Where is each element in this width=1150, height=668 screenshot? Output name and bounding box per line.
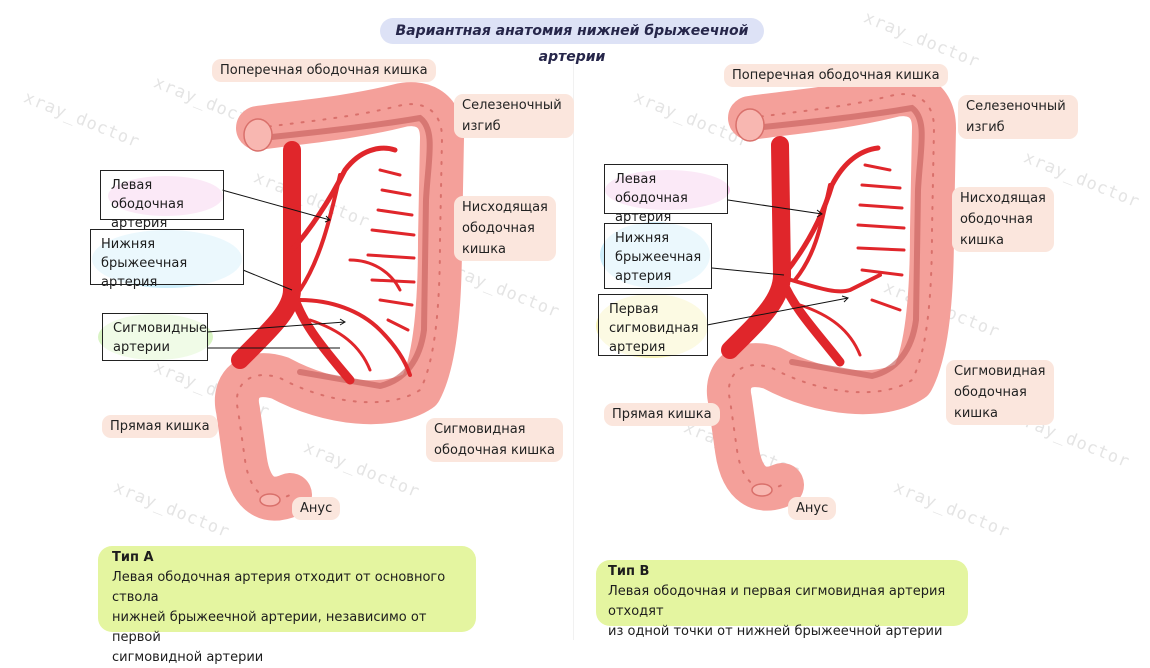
left-transverse-colon-label: Поперечная ободочная кишка [212, 59, 436, 82]
left-sigmoid-colon-line1: Сигмовидная [434, 422, 526, 437]
note-type-b-title: Тип В [608, 564, 650, 579]
note-type-a: Тип А Левая ободочная артерия отходит от… [98, 546, 476, 668]
left-descending-line3: кишка [462, 242, 507, 257]
right-box-left-colic-line2: артерия [615, 210, 672, 225]
right-sigmoid-colon-line3: кишка [954, 406, 999, 421]
right-box-ima-line2: брыжеечная [615, 250, 702, 265]
right-box-left-colic-artery: Левая ободочная артерия [604, 164, 728, 225]
right-descending-line1: Нисходящая [960, 191, 1046, 206]
left-box-left-colic-line1: Левая ободочная [111, 178, 184, 212]
left-rectum-label: Прямая кишка [102, 415, 218, 438]
left-box-ima: Нижняя брыжеечная артерия [90, 229, 244, 290]
left-box-sigmoid-line2: артерии [113, 340, 170, 355]
left-sigmoid-colon-line2: ободочная кишка [434, 443, 555, 458]
note-type-a-line1: Левая ободочная артерия отходит от основ… [112, 570, 446, 605]
note-type-b-highlight [596, 560, 968, 626]
left-arteries [231, 141, 416, 385]
right-anus-label: Анус [788, 497, 837, 520]
left-descending-colon-label: Нисходящая ободочная кишка [454, 196, 556, 261]
left-box-sigmoid-line1: Сигмовидные [113, 321, 207, 336]
right-box-left-colic-line1: Левая ободочная [615, 172, 688, 206]
note-type-a-line3: сигмовидной артерии [112, 650, 264, 665]
left-anus-label: Анус [292, 497, 341, 520]
left-splenic-flexure-line1: Селезеночный [462, 98, 562, 113]
right-box-first-sigmoid-line2: сигмовидная [609, 321, 699, 336]
right-descending-colon-label: Нисходящая ободочная кишка [952, 187, 1054, 252]
leader-lines [206, 189, 849, 349]
panel-divider [573, 60, 574, 640]
right-box-first-sigmoid-line1: Первая [609, 302, 659, 317]
left-box-left-colic-artery: Левая ободочная артерия [100, 170, 224, 231]
note-type-b: Тип В Левая ободочная и первая сигмовидн… [596, 560, 988, 642]
left-sigmoid-colon-label: Сигмовидная ободочная кишка [426, 418, 563, 462]
right-sigmoid-colon-label: Сигмовидная ободочная кишка [946, 360, 1054, 425]
note-type-a-highlight [98, 546, 476, 632]
right-splenic-flexure-label: Селезеночный изгиб [958, 95, 1078, 139]
right-splenic-flexure-line2: изгиб [966, 120, 1005, 135]
left-box-ima-line2: артерия [101, 275, 158, 290]
right-sigmoid-colon-line2: ободочная [954, 385, 1027, 400]
left-box-left-colic-line2: артерия [111, 216, 168, 231]
right-colon [729, 94, 934, 496]
left-descending-line2: ободочная [462, 221, 535, 236]
left-descending-line1: Нисходящая [462, 200, 548, 215]
left-splenic-flexure-line2: изгиб [462, 119, 501, 134]
right-splenic-flexure-line1: Селезеночный [966, 99, 1066, 114]
right-sigmoid-colon-line1: Сигмовидная [954, 364, 1046, 379]
right-rectum-label: Прямая кишка [604, 403, 720, 426]
left-box-ima-line1: Нижняя брыжеечная [101, 237, 188, 271]
note-type-a-title: Тип А [112, 550, 154, 565]
right-transverse-colon-label: Поперечная ободочная кишка [724, 64, 948, 87]
right-box-ima: Нижняя брыжеечная артерия [604, 223, 712, 289]
right-arteries [721, 136, 906, 367]
page-title: Вариантная анатомия нижней брыжеечной ар… [380, 18, 764, 65]
anatomy-illustration [206, 0, 1150, 647]
left-splenic-flexure-label: Селезеночный изгиб [454, 94, 574, 138]
right-box-first-sigmoid-line3: артерия [609, 340, 666, 355]
right-descending-line2: ободочная [960, 212, 1033, 227]
left-box-sigmoid-arteries: Сигмовидные артерии [102, 313, 208, 361]
note-type-b-line2: из одной точки от нижней брыжеечной арте… [608, 624, 943, 639]
right-descending-line3: кишка [960, 233, 1005, 248]
note-type-b-line1: Левая ободочная и первая сигмовидная арт… [608, 584, 946, 619]
right-box-ima-line3: артерия [615, 269, 672, 284]
note-type-a-line2: нижней брыжеечной артерии, независимо от… [112, 610, 427, 645]
right-box-first-sigmoid-artery: Первая сигмовидная артерия [598, 294, 708, 356]
right-box-ima-line1: Нижняя [615, 231, 670, 246]
